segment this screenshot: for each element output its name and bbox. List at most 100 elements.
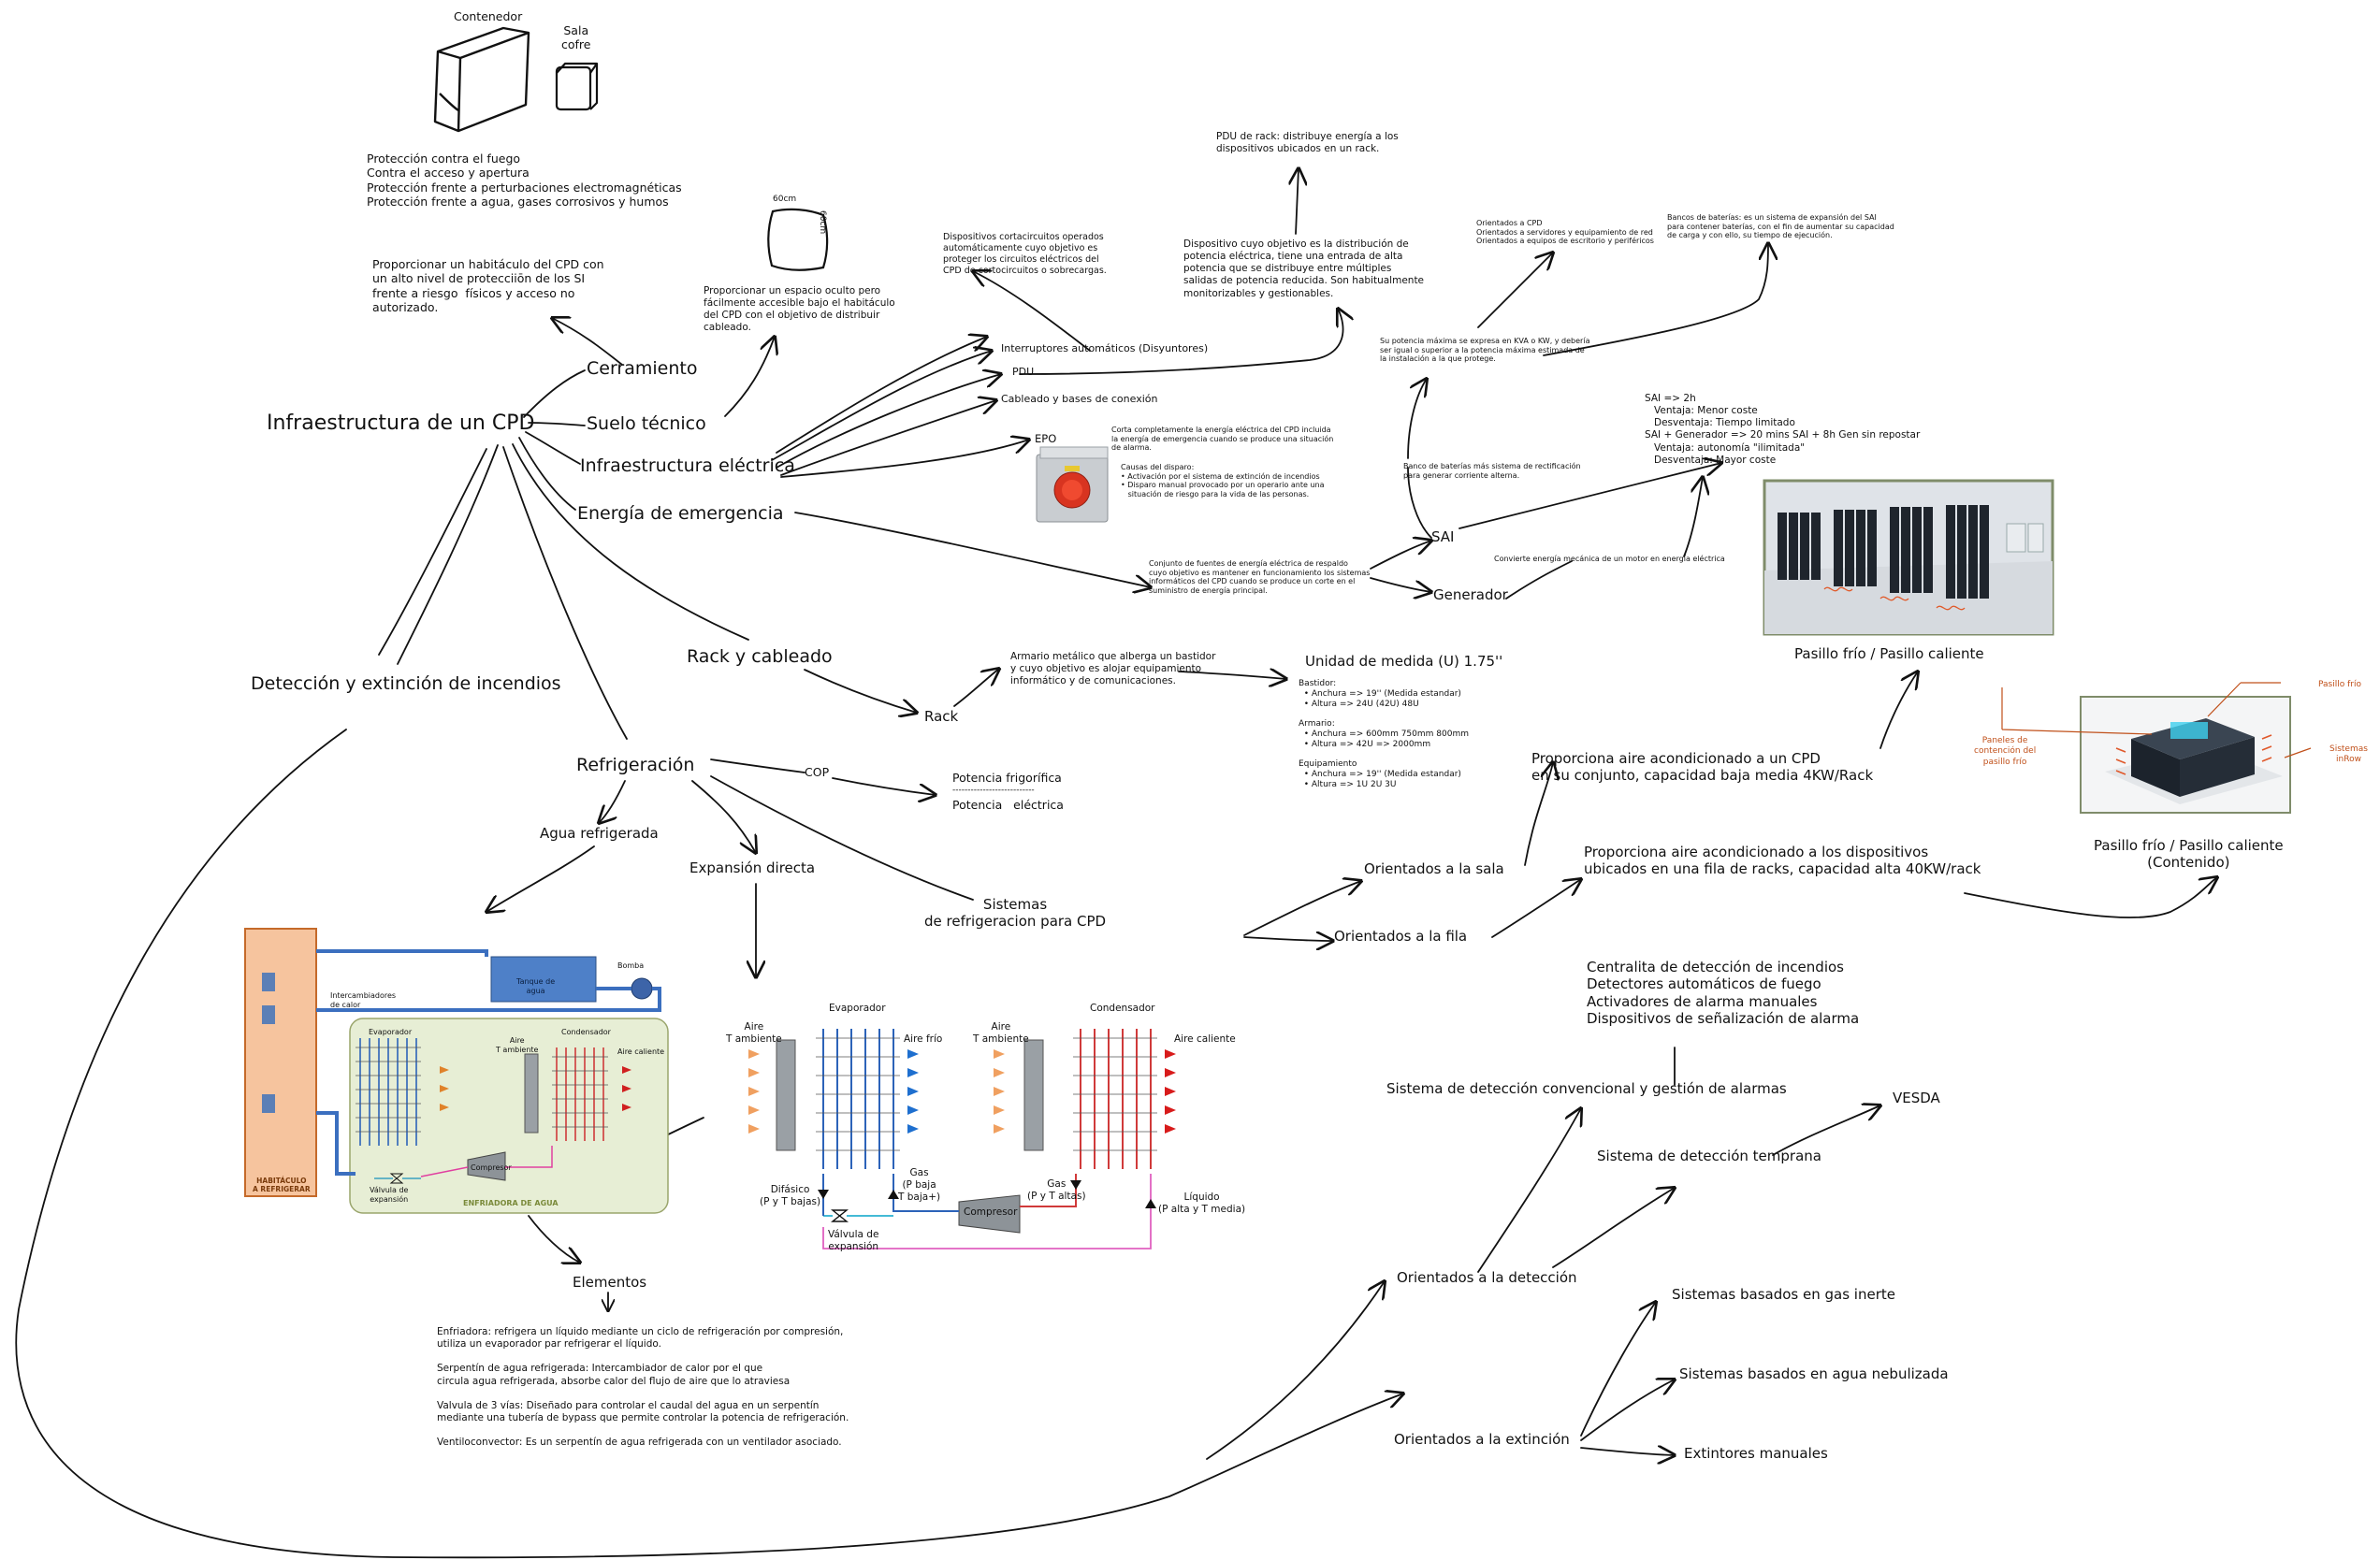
link-sai-comp [1458, 463, 1721, 529]
link-det-temp [1552, 1188, 1675, 1268]
link-elec-interr-b [776, 337, 987, 454]
node-pdu[interactable]: PDU [1012, 366, 1035, 378]
link-root-incendios [378, 448, 487, 656]
rack-medidas: Bastidor: • Anchura => 19'' (Medida esta… [1299, 679, 1469, 789]
link-pdu-desc [1019, 309, 1343, 375]
link-pot-orient [1477, 253, 1553, 328]
node-extintores[interactable]: Extintores manuales [1684, 1445, 1828, 1462]
link-pdudesc-rack [1296, 168, 1299, 235]
node-deteccion-extincion[interactable]: Detección y extinción de incendios [251, 673, 561, 694]
link-refr-sist [710, 775, 974, 901]
link-cop-frac [832, 777, 936, 795]
link-root-cerramiento [523, 369, 586, 418]
node-epo[interactable]: EPO [1035, 432, 1057, 445]
link-root-suelo [528, 422, 586, 426]
chiller-habitaculo: HABITÁCULO A REFRIGERAR [253, 1177, 311, 1193]
generador-desc: Convierte energía mecánica de un motor e… [1494, 555, 1725, 563]
node-rack[interactable]: Rack [924, 708, 959, 725]
node-cableado[interactable]: Cableado y bases de conexión [1001, 393, 1158, 405]
link-banco-pot [1407, 379, 1427, 459]
node-sai[interactable]: SAI [1431, 528, 1455, 545]
elementos-desc: Enfriadora: refrigera un líquido mediant… [437, 1326, 849, 1449]
dx-gas-baja: Gas (P baja T baja+) [898, 1167, 941, 1204]
link-chiller-elem [528, 1215, 580, 1263]
suelo-dim-h: 60cm [818, 210, 827, 235]
node-orientados-extincion[interactable]: Orientados a la extinción [1394, 1431, 1570, 1448]
sala-cofre-sketch [555, 62, 599, 111]
link-saladesc-pasillo [1879, 672, 1918, 749]
node-orientados-deteccion[interactable]: Orientados a la detección [1397, 1269, 1577, 1286]
node-energia-emergencia[interactable]: Energía de emergencia [577, 503, 784, 524]
node-elementos[interactable]: Elementos [573, 1274, 647, 1291]
sai-comparativa: SAI => 2h Ventaja: Menor coste Desventaj… [1645, 393, 1921, 466]
chiller-enfriadora: ENFRIADORA DE AGUA [463, 1199, 559, 1207]
suelo-dim-w: 60cm [773, 195, 797, 204]
link-root-refrigeracion [502, 446, 628, 740]
link-pot-bancos [1543, 243, 1768, 356]
dx-valvula: Válvula de expansión [828, 1229, 879, 1253]
node-orientados-fila[interactable]: Orientados a la fila [1334, 928, 1468, 945]
link-root-electrica [525, 431, 581, 465]
contenedor-label: Contenedor [454, 9, 523, 23]
link-refr-cop [710, 758, 805, 773]
link-root-rack [512, 443, 749, 641]
sala-desc: Proporciona aire acondicionado a un CPD … [1531, 750, 1874, 785]
dx-aire-caliente: Aire caliente [1174, 1033, 1236, 1045]
node-cop[interactable]: COP [805, 765, 830, 779]
node-expansion-directa[interactable]: Expansión directa [689, 859, 816, 876]
epo-desc: Corta completamente la energía eléctrica… [1111, 426, 1334, 453]
link-racknode-unidad [1178, 672, 1286, 679]
cop-separador: --------------------------- [952, 786, 1035, 795]
link-fila-desc [1491, 879, 1581, 938]
node-agua-refrigerada[interactable]: Agua refrigerada [540, 825, 659, 842]
node-sistemas-refrigeracion[interactable]: Sistemas de refrigeracion para CPD [924, 896, 1107, 931]
chiller-diagram [244, 928, 669, 1214]
link-sist-fila [1243, 937, 1333, 941]
link-ext-agua [1580, 1379, 1675, 1441]
link-sala-desc [1524, 762, 1553, 866]
link-root-emergencia [518, 437, 576, 511]
cerramiento-protecciones: Protección contra el fuego Contra el acc… [367, 152, 682, 209]
link-sist-sala [1243, 881, 1361, 936]
link-emerg-desc [794, 512, 1151, 587]
chiller-condensador: Condensador [561, 1028, 611, 1036]
cerramiento-desc: Proporcionar un habitáculo del CPD con u… [372, 257, 604, 314]
interruptores-desc: Dispositivos cortacircuitos operados aut… [943, 232, 1107, 276]
node-interruptores[interactable]: Interruptores automáticos (Disyuntores) [1001, 342, 1209, 354]
dx-aire-frio: Aire frío [904, 1033, 943, 1045]
link-gen-desc [1505, 560, 1573, 599]
node-deteccion-convencional[interactable]: Sistema de detección convencional y gest… [1386, 1080, 1787, 1097]
node-suelo-tecnico[interactable]: Suelo técnico [587, 413, 706, 434]
chiller-bomba: Bomba [617, 961, 645, 970]
node-cerramiento[interactable]: Cerramiento [587, 358, 698, 379]
link-refr-agua [599, 780, 626, 823]
dx-aire-ambiente-1: Aire T ambiente [726, 1021, 782, 1046]
sai-potencia-desc: Su potencia máxima se expresa en KVA o K… [1380, 337, 1590, 364]
node-agua-nebulizada[interactable]: Sistemas basados en agua nebulizada [1679, 1365, 1949, 1382]
node-orientados-sala[interactable]: Orientados a la sala [1364, 860, 1504, 877]
node-rack-cableado[interactable]: Rack y cableado [687, 646, 833, 667]
dx-gas-alta: Gas (P y T altas) [1027, 1178, 1086, 1203]
link-incendios-sweep [15, 729, 1403, 1559]
node-refrigeracion[interactable]: Refrigeración [576, 755, 695, 775]
root-node[interactable]: Infraestructura de un CPD [267, 412, 535, 435]
sala-cofre-label: Sala cofre [561, 23, 591, 52]
pasillo-label: Pasillo frío / Pasillo caliente [1794, 645, 1984, 662]
node-gas-inerte[interactable]: Sistemas basados en gas inerte [1672, 1286, 1895, 1303]
link-rackn-desc [953, 669, 999, 707]
chiller-evaporador: Evaporador [369, 1028, 413, 1036]
link-elec-interr [771, 351, 992, 461]
rack-desc: Armario metálico que alberga un bastidor… [1010, 651, 1216, 687]
node-infraestructura-electrica[interactable]: Infraestructura eléctrica [580, 455, 795, 476]
link-agua-diag [486, 845, 595, 912]
node-vesda[interactable]: VESDA [1893, 1090, 1940, 1106]
node-deteccion-temprana[interactable]: Sistema de detección temprana [1597, 1148, 1821, 1164]
pdu-desc: Dispositivo cuyo objetivo es la distribu… [1183, 238, 1425, 299]
link-interr-desc [973, 271, 1091, 352]
pasillo-frio-callout: Pasillo frío [2318, 680, 2361, 689]
chiller-aire-ambiente: Aire T ambiente [496, 1036, 539, 1054]
link-filadesc-pasillo [1964, 877, 2217, 918]
node-generador[interactable]: Generador [1433, 586, 1508, 603]
sai-banco-desc: Banco de baterías más sistema de rectifi… [1403, 462, 1581, 480]
